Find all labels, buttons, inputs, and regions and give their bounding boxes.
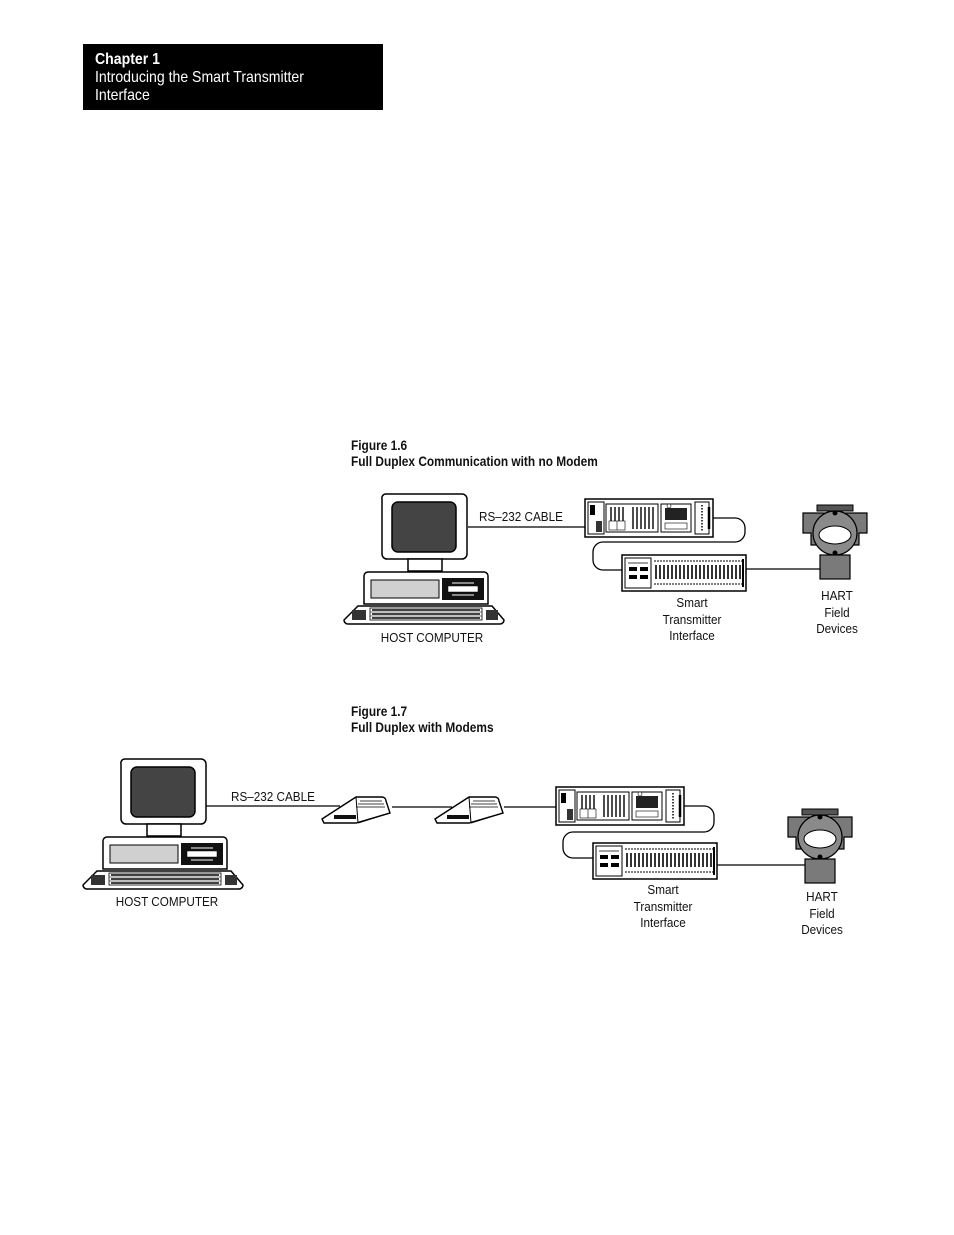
chapter-title-line-1: Introducing the Smart Transmitter [95,69,304,86]
host-computer-label: HOST COMPUTER [380,630,484,645]
hart-field-device-icon [802,504,868,580]
ribbon-cable [592,517,746,571]
figure-1-6-diagram [343,493,868,625]
figure-1-7-diagram [82,758,853,890]
hart-label: HART Field Devices [810,588,864,638]
hart-field-device-icon [787,808,853,884]
sti-chassis-icon [583,497,715,539]
host-computer-icon [82,758,244,890]
hart-label-line-2: Field [824,604,850,620]
sti-label-line-3: Interface [640,915,686,930]
modem-icon [321,796,391,824]
hart-label-line-1: HART [806,889,838,904]
hart-label: HART Field Devices [795,889,849,939]
chapter-number: Chapter 1 [95,51,160,68]
figure-1-7-caption: Full Duplex with Modems [351,720,494,735]
sti-label-line-1: Smart [647,882,679,897]
sti-label-line-2: Transmitter [662,611,722,627]
hart-label-line-3: Devices [801,922,843,937]
chapter-title-line-2: Interface [95,87,150,104]
sti-label-line-1: Smart [676,595,708,610]
hart-label-line-1: HART [821,588,853,603]
sti-panel-icon [592,842,718,880]
hart-label-line-2: Field [809,905,835,921]
figure-1-7-number: Figure 1.7 [351,704,408,719]
figure-1-6-caption: Full Duplex Communication with no Modem [351,454,598,469]
rs232-cable-label: RS–232 CABLE [479,509,563,524]
chapter-header: Chapter 1 Introducing the Smart Transmit… [83,44,383,110]
sti-panel-icon [621,554,747,592]
host-computer-label: HOST COMPUTER [115,894,219,909]
modem-icon [434,796,504,824]
sti-label: Smart Transmitter Interface [656,595,728,645]
hart-label-line-3: Devices [816,621,858,636]
sti-label-line-2: Transmitter [633,898,693,914]
rs232-cable-label: RS–232 CABLE [231,789,315,804]
ribbon-cable [562,805,715,859]
sti-chassis-icon [554,785,686,827]
figure-1-6-number: Figure 1.6 [351,438,408,453]
sti-label: Smart Transmitter Interface [627,882,699,932]
sti-label-line-3: Interface [669,628,715,643]
